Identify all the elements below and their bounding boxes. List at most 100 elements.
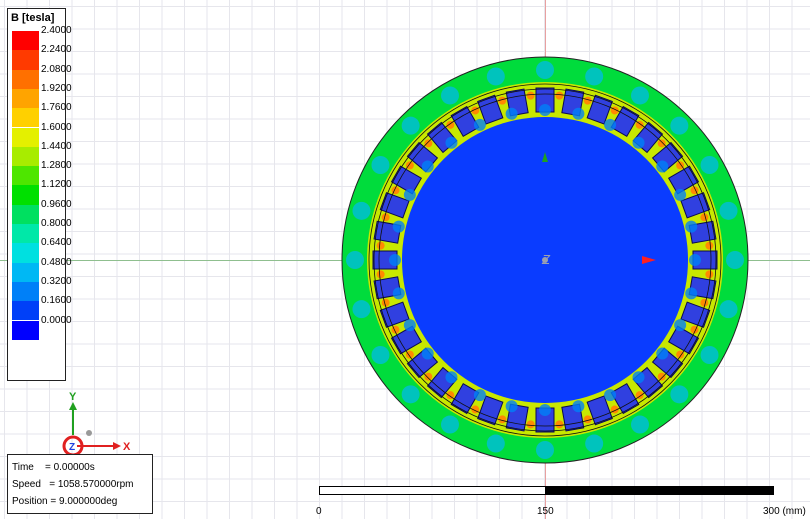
- yoke-flux-spot: [352, 300, 371, 319]
- legend-swatch: [12, 31, 39, 51]
- tooth-hotspot: [424, 139, 433, 148]
- rotor-bar: [505, 400, 518, 413]
- legend-entry: 1.2800: [12, 160, 72, 186]
- tooth-hotspot: [555, 91, 564, 100]
- stator-slot: [667, 165, 700, 195]
- simulation-info-box: Time = 0.00000s Speed = 1058.570000rpm P…: [7, 454, 153, 514]
- stator-slot: [610, 105, 640, 138]
- tooth-hotspot: [635, 391, 644, 400]
- tooth-hotspot: [700, 298, 709, 307]
- legend-swatch: [12, 243, 39, 263]
- tooth-hotspot: [705, 241, 714, 250]
- rotor-bar: [389, 254, 401, 266]
- legend-entry: 0.9600: [12, 199, 72, 224]
- yoke-flux-spot: [441, 415, 459, 434]
- rotor-bar: [473, 118, 486, 131]
- tooth-hotspot: [446, 391, 455, 400]
- yoke-flux-spot: [486, 67, 505, 86]
- legend-entry: 0.6400: [12, 237, 72, 263]
- rotor-bar: [392, 220, 405, 233]
- yoke-flux-spot: [441, 86, 459, 105]
- position-readout: Position = 9.000000deg: [12, 496, 118, 507]
- tooth-hotspot: [446, 120, 455, 129]
- tooth-hotspot: [700, 213, 709, 222]
- x-axis-arrowhead-icon: [113, 442, 121, 450]
- legend-swatch: [12, 320, 39, 340]
- airgap-ring: [373, 88, 717, 432]
- legend-value: 1.4400: [41, 140, 72, 152]
- tooth-hotspot: [657, 139, 666, 148]
- legend-swatch: [12, 166, 39, 186]
- stator-slot: [477, 94, 504, 125]
- legend-value: 1.7600: [41, 102, 72, 114]
- tooth-hotspot: [526, 420, 535, 429]
- rotor-bar: [685, 287, 698, 300]
- scale-bar-second-half: [546, 486, 774, 495]
- yoke-flux-spot: [536, 441, 554, 459]
- legend-value: 0.6400: [41, 237, 72, 249]
- legend-swatch: [12, 69, 39, 89]
- legend-entry: 1.7600: [12, 102, 72, 128]
- rotor-bar: [572, 400, 585, 413]
- rotor-bar: [656, 347, 669, 360]
- legend-swatch: [12, 127, 39, 147]
- speed-readout: Speed = 1058.570000rpm: [12, 479, 134, 490]
- rotor-bar: [685, 220, 698, 233]
- yoke-flux-spot: [346, 251, 364, 269]
- legend-entry: 1.9200: [12, 83, 72, 109]
- model-x-arrow-icon: [642, 256, 656, 264]
- tooth-hotspot: [555, 420, 564, 429]
- tooth-hotspot: [705, 270, 714, 279]
- motor-cross-section[interactable]: [341, 56, 749, 464]
- model-origin-icon: [542, 257, 548, 263]
- tooth-hotspot: [676, 161, 685, 170]
- stator-slot: [390, 325, 423, 355]
- tooth-hotspot: [583, 415, 592, 424]
- coordinate-triad: Y X Z: [62, 391, 131, 457]
- legend-swatch: [12, 88, 39, 109]
- y-axis-arrowhead-icon: [69, 402, 77, 410]
- legend-swatch: [12, 50, 39, 70]
- yoke-flux-spot: [371, 346, 390, 364]
- legend-value: 0.4800: [41, 256, 72, 268]
- rotor-bar: [445, 136, 458, 149]
- yoke-flux-spot: [700, 156, 719, 174]
- legend-value: 0.3200: [41, 275, 72, 287]
- tooth-hotspot: [376, 241, 385, 250]
- tooth-hotspot: [381, 213, 390, 222]
- legend-entry: 2.4000: [12, 25, 72, 51]
- stator-slot: [680, 301, 711, 328]
- legend-entry: 2.0800: [12, 64, 72, 89]
- tooth-hotspot: [376, 270, 385, 279]
- legend-swatch: [12, 281, 39, 302]
- stator-slot: [450, 105, 480, 138]
- yoke-flux-spot: [371, 156, 390, 174]
- legend-swatch: [12, 185, 39, 205]
- legend-swatch: [12, 146, 39, 167]
- legend-value: 0.0000: [41, 314, 72, 326]
- rotor-bar: [689, 254, 701, 266]
- stator-slot: [586, 395, 613, 426]
- airgap-ring: [368, 83, 722, 437]
- legend-value: 0.8000: [41, 218, 72, 229]
- yoke-flux-spot: [719, 201, 738, 220]
- rotor-bar: [674, 319, 687, 332]
- stator-slot: [450, 382, 480, 415]
- scale-label-0: 0: [316, 506, 322, 517]
- yoke-flux-spot: [670, 116, 689, 135]
- rotor-bar: [604, 118, 617, 131]
- stator-slot: [680, 192, 711, 219]
- scale-bar: [319, 486, 774, 495]
- rotor-bar: [572, 107, 585, 120]
- legend-entry: 0.8000: [12, 218, 72, 244]
- triad-origin-icon: [86, 430, 92, 436]
- legend-value: 1.2800: [41, 160, 72, 172]
- legend-value: 1.6000: [41, 121, 72, 133]
- scale-label-300: 300 (mm): [763, 506, 806, 517]
- legend-entry: 0.4800: [12, 257, 72, 282]
- legend-entry: 1.6000: [12, 122, 72, 147]
- yoke-flux-spot: [401, 116, 420, 135]
